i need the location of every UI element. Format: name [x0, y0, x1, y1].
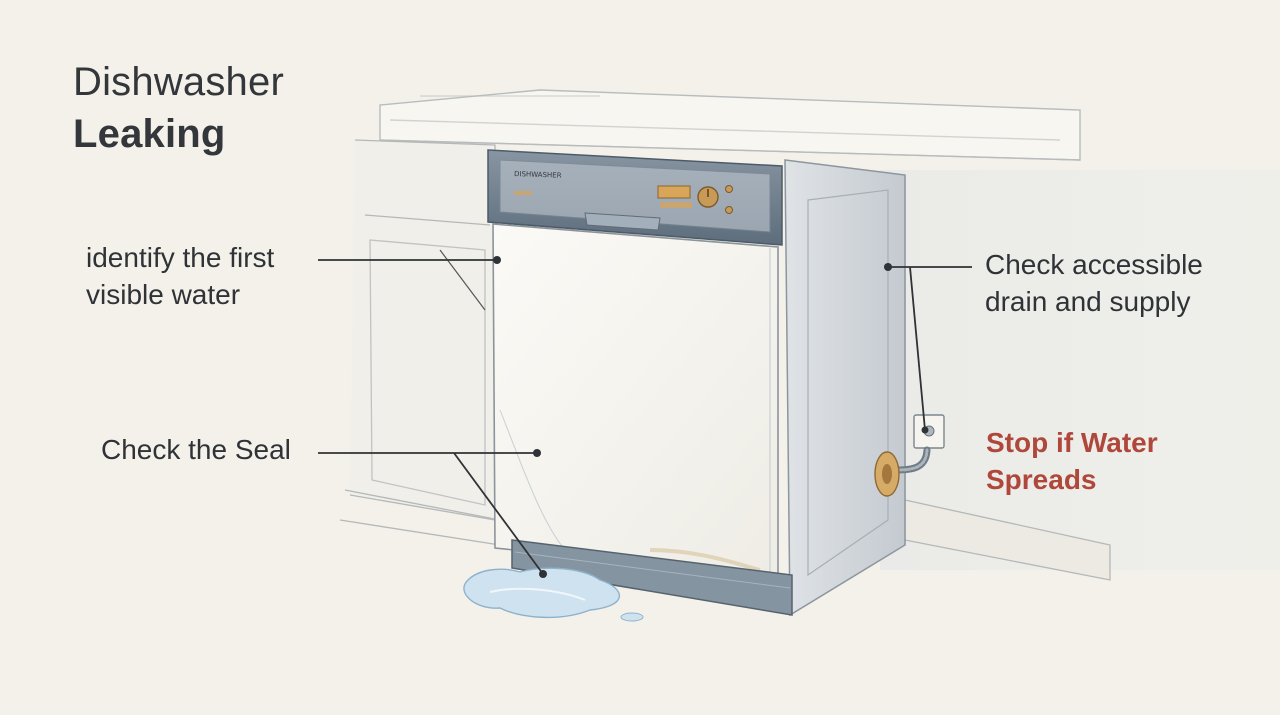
drain-supply-plumbing: [874, 414, 945, 497]
countertop: [379, 89, 1081, 161]
toe-kick: [511, 539, 793, 616]
wall-recess: [880, 170, 1280, 570]
callout-stop-warning: Stop if Water Spreads: [986, 424, 1158, 498]
callout-identify-line-1: identify the first: [86, 242, 275, 273]
leader-lines: [318, 256, 972, 578]
leader-seal-dot: [533, 449, 541, 457]
callout-seal-line-1: Check the Seal: [101, 434, 291, 465]
dishwasher-door: [492, 223, 779, 579]
dishwasher-side-panel: [784, 159, 906, 617]
leader-drain-dot: [884, 263, 892, 271]
leader-identify-dot: [493, 256, 501, 264]
leader-puddle-dot: [539, 570, 547, 578]
leader-drain-hose-dot: [921, 426, 929, 434]
callout-check-drain-supply: Check accessible drain and supply: [985, 246, 1203, 320]
page-title-line-1: Dishwasher: [73, 60, 284, 104]
brand-label: DISHWASHER: [514, 170, 562, 180]
page-title-line-2: Leaking: [73, 112, 226, 156]
callout-drain-line-1: Check accessible: [985, 249, 1203, 280]
control-panel: DISHWASHER: [487, 149, 783, 246]
water-puddle: [463, 567, 644, 622]
callout-drain-line-2: drain and supply: [985, 286, 1191, 317]
callout-identify-line-2: visible water: [86, 279, 241, 310]
callout-stop-line-2: Spreads: [986, 464, 1097, 495]
leader-puddle: [453, 452, 544, 575]
callout-check-seal: Check the Seal: [101, 431, 291, 468]
leader-drain-hose: [909, 266, 926, 431]
callout-identify-water: identify the first visible water: [86, 239, 274, 313]
callout-stop-line-1: Stop if Water: [986, 427, 1158, 458]
